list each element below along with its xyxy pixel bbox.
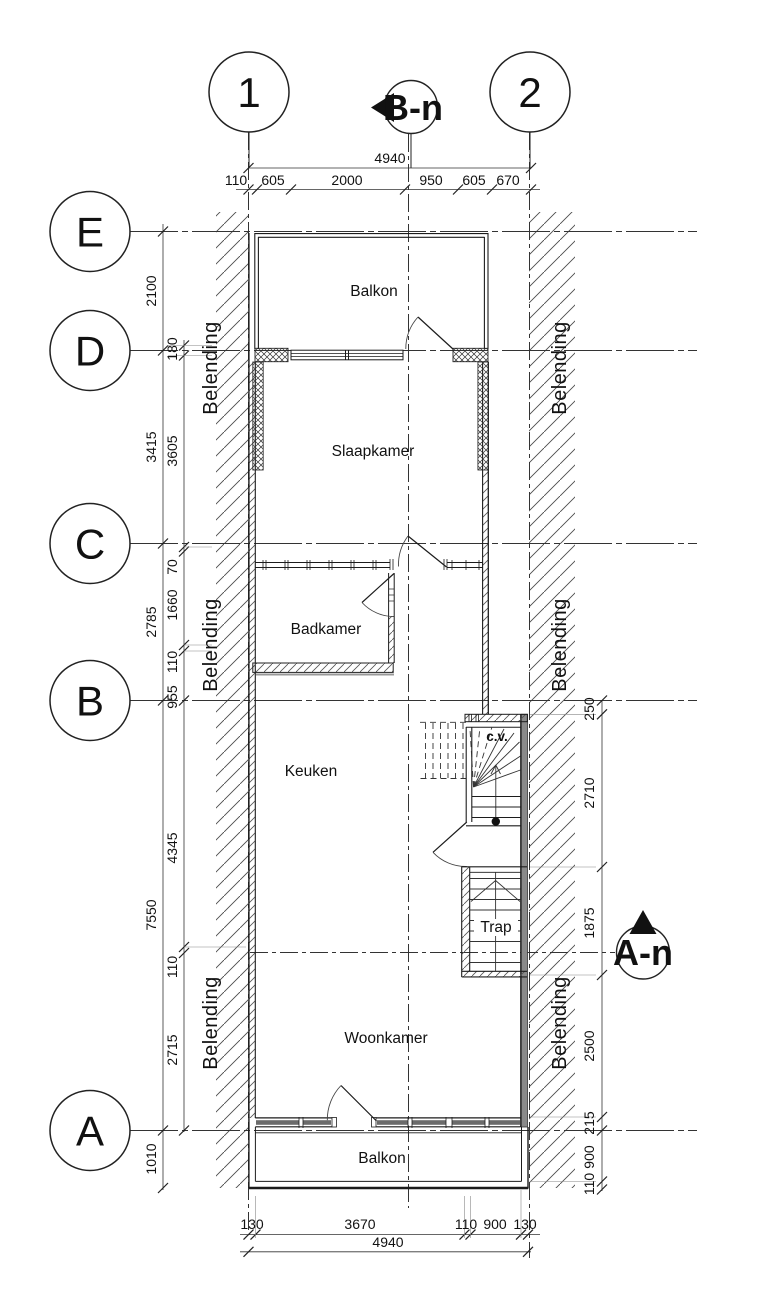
grid-bubble-A bbox=[49, 1089, 131, 1172]
balcony-bottom bbox=[248, 1127, 529, 1190]
grid-bubble-B bbox=[49, 659, 131, 742]
dim-label: 670 bbox=[496, 172, 520, 188]
section-arrow-up-icon bbox=[629, 910, 657, 934]
dim-label: 1875 bbox=[581, 907, 597, 938]
dim-label: 130 bbox=[513, 1216, 537, 1232]
section-marker-a-n: A-n bbox=[613, 910, 673, 980]
dim-label: 2000 bbox=[331, 172, 362, 188]
grid-bubble-1 bbox=[208, 51, 290, 133]
neighbor-label-left-1: Belending bbox=[200, 321, 222, 414]
dim-label: 2500 bbox=[581, 1030, 597, 1061]
window-band-c bbox=[255, 559, 483, 570]
dim-label: 1010 bbox=[143, 1143, 159, 1174]
door-balcony-top bbox=[405, 316, 454, 350]
dim-label: 130 bbox=[240, 1216, 264, 1232]
dim-label: 1660 bbox=[164, 589, 180, 620]
dimension-chain-bottom bbox=[240, 1190, 540, 1258]
grid-bubble-label: 1 bbox=[237, 69, 260, 116]
room-label-trap: Trap bbox=[480, 919, 511, 936]
room-label-badkamer: Badkamer bbox=[291, 621, 362, 638]
neighbor-label-right-1: Belending bbox=[549, 321, 571, 414]
grid-bubble-D bbox=[49, 309, 131, 392]
dim-label: 2100 bbox=[143, 275, 159, 306]
dim-label: 250 bbox=[581, 697, 597, 721]
dim-label: 70 bbox=[164, 559, 180, 575]
grid-bubble-label: A bbox=[76, 1108, 104, 1155]
door-woonkamer bbox=[326, 1085, 377, 1122]
dim-label: 110 bbox=[225, 172, 248, 188]
dim-label: 3415 bbox=[143, 431, 159, 462]
wall-right-upper bbox=[483, 470, 488, 714]
dim-label: 950 bbox=[419, 172, 443, 188]
dim-label-top-total: 4940 bbox=[374, 150, 405, 166]
door-slaapkamer bbox=[398, 535, 447, 568]
section-marker-b-n-label: B-n bbox=[383, 87, 443, 128]
room-label-woonkamer: Woonkamer bbox=[344, 1030, 427, 1047]
grid-bubbles: 1 2 E D C B A bbox=[49, 51, 571, 1172]
dim-label: 2715 bbox=[164, 1034, 180, 1065]
dim-label: 110 bbox=[164, 956, 180, 979]
dimension-chain-left-inner bbox=[168, 339, 246, 1137]
stairs-upper bbox=[420, 721, 521, 827]
grid-bubble-label: B bbox=[76, 678, 104, 725]
dimension-chain-left-outer bbox=[157, 224, 169, 1194]
dim-label: 2710 bbox=[581, 777, 597, 808]
insulation-left bbox=[252, 361, 264, 471]
grid-bubble-label: C bbox=[75, 521, 105, 568]
grid-bubble-2 bbox=[489, 51, 571, 133]
door-stairs bbox=[432, 821, 468, 867]
grid-bubble-E bbox=[49, 190, 131, 273]
dim-label: 110 bbox=[164, 651, 180, 674]
dim-label: 605 bbox=[462, 172, 486, 188]
dim-label: 2785 bbox=[143, 606, 159, 637]
dimension-chain-right bbox=[530, 694, 608, 1196]
grid-bubble-label: 2 bbox=[518, 69, 541, 116]
dim-label-bottom-total: 4940 bbox=[372, 1234, 403, 1250]
stair-newel-dot bbox=[491, 817, 500, 826]
dim-label: 4345 bbox=[164, 832, 180, 863]
section-marker-b-n: B-n bbox=[371, 79, 443, 168]
dim-label: 110 bbox=[581, 1173, 597, 1196]
walls bbox=[248, 233, 528, 1188]
dim-label: 7550 bbox=[143, 899, 159, 930]
step-window-ticks bbox=[468, 714, 479, 722]
grid-bubble-C bbox=[49, 502, 131, 585]
room-label-slaapkamer: Slaapkamer bbox=[332, 443, 415, 460]
dim-label: 3670 bbox=[344, 1216, 375, 1232]
dimension-chain-top bbox=[236, 162, 540, 196]
room-label-balkon-top: Balkon bbox=[350, 283, 397, 300]
room-label-keuken: Keuken bbox=[285, 763, 338, 780]
wall-right-lower bbox=[520, 713, 528, 1128]
dim-label: 955 bbox=[164, 685, 180, 709]
balcony-top bbox=[254, 233, 489, 349]
insulation-right bbox=[477, 361, 489, 471]
room-label-cv: c.v. bbox=[486, 729, 508, 744]
neighbor-label-right-3: Belending bbox=[549, 976, 571, 1069]
section-arrow-left-icon bbox=[371, 93, 394, 122]
dim-label: 110 bbox=[455, 1216, 478, 1232]
door-badkamer bbox=[361, 573, 395, 617]
neighbor-label-left-2: Belending bbox=[200, 598, 222, 691]
dim-label: 3605 bbox=[164, 435, 180, 466]
room-label-balkon-bottom: Balkon bbox=[358, 1150, 405, 1167]
dim-label: 215 bbox=[581, 1111, 597, 1135]
grid-bubble-label: D bbox=[75, 328, 105, 375]
neighbor-label-right-2: Belending bbox=[549, 598, 571, 691]
window-band-d bbox=[254, 347, 489, 363]
dim-label: 900 bbox=[483, 1216, 507, 1232]
dim-label: 900 bbox=[581, 1145, 597, 1169]
badkamer-walls bbox=[252, 573, 395, 676]
grid-bubble-label: E bbox=[76, 209, 104, 256]
section-marker-a-n-label: A-n bbox=[613, 932, 673, 973]
window-band-a bbox=[255, 1117, 521, 1128]
stairs-trap bbox=[461, 866, 527, 978]
dim-label: 180 bbox=[164, 337, 180, 361]
wall-left bbox=[249, 362, 256, 1118]
grid-lines bbox=[130, 132, 697, 1258]
neighbor-label-left-3: Belending bbox=[200, 976, 222, 1069]
wall-step-b bbox=[464, 713, 528, 723]
dim-label: 605 bbox=[261, 172, 285, 188]
